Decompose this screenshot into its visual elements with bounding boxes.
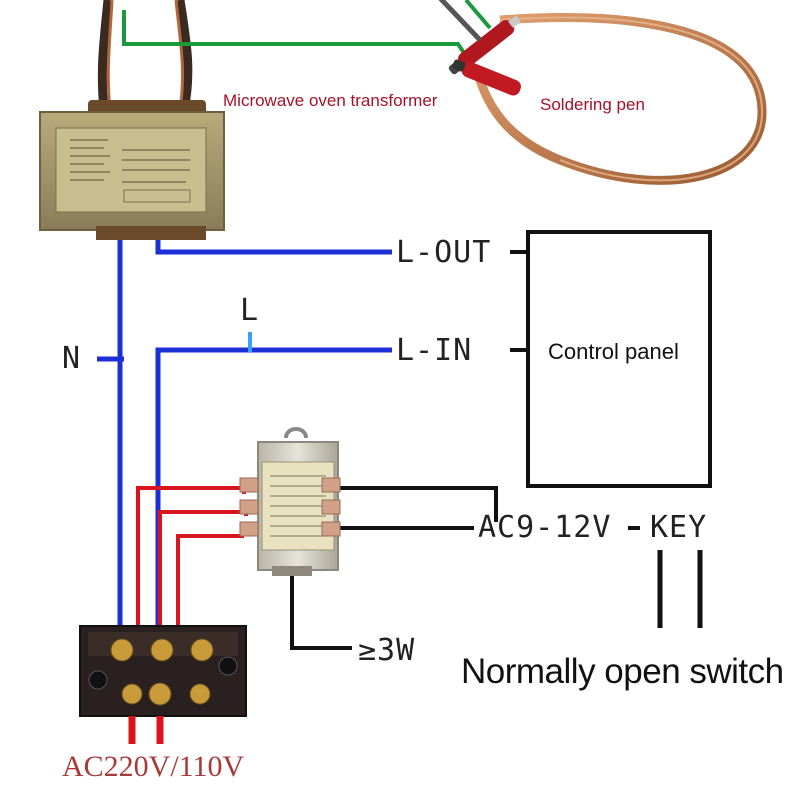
green-wire-top (464, 0, 492, 30)
l-label: L (240, 293, 260, 328)
soldering-pen-label: Soldering pen (540, 95, 645, 114)
black-wires (290, 250, 703, 650)
normally-open-switch-label: Normally open switch (461, 652, 784, 691)
l-out-wire (155, 240, 392, 255)
power-rating-label: ≥3W (358, 633, 416, 668)
neutral-wire (97, 240, 124, 640)
ac-input-label: AC220V/110V (62, 750, 245, 783)
key-label: KEY (650, 510, 708, 545)
control-panel-box (526, 230, 712, 488)
l-in-label: L-IN (396, 333, 473, 368)
ac-low-voltage-label: AC9-12V (478, 510, 612, 545)
control-panel-label: Control panel (548, 339, 679, 364)
microwave-transformer-label: Microwave oven transformer (223, 91, 438, 110)
red-wires (136, 486, 248, 640)
small-transformer-icon (239, 427, 341, 576)
soldering-pen-icon (438, 0, 767, 185)
transformer-icon (39, 100, 225, 240)
terminal-block-icon (79, 625, 247, 744)
green-wire (122, 10, 468, 58)
l-out-label: L-OUT (396, 235, 492, 270)
n-label: N (62, 341, 82, 376)
transformer-secondary-leads (97, 0, 193, 111)
